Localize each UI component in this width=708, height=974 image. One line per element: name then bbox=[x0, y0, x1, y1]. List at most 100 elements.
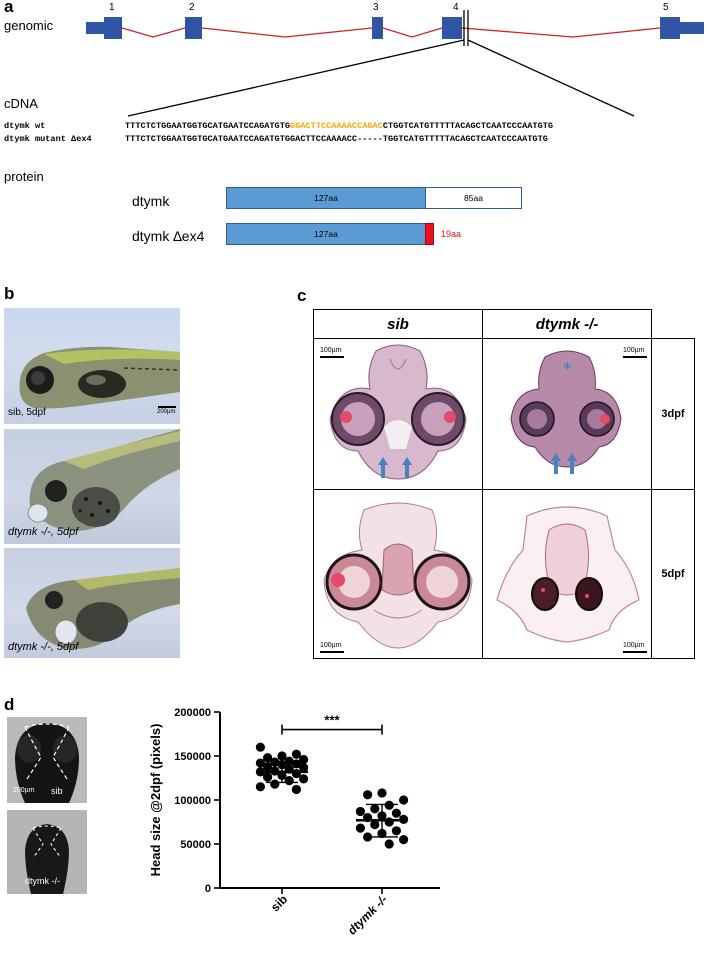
section-sib-3dpf: 100µm bbox=[313, 338, 483, 490]
head-photo-mutant: dtymk -/- bbox=[7, 810, 87, 894]
point-1-17 bbox=[384, 839, 394, 849]
scale-sib-3dpf: 100µm bbox=[320, 347, 342, 354]
arrow-left-icon bbox=[551, 453, 561, 461]
point-0-22 bbox=[291, 784, 301, 795]
grid-col-header-mutant: dtymk -/- bbox=[482, 309, 652, 339]
larva-mutant-2-illustration bbox=[26, 568, 180, 649]
point-0-1 bbox=[291, 749, 301, 759]
larva-scale-text: 200µm bbox=[157, 409, 176, 415]
protein-wt-domain-bar: 127aa bbox=[226, 187, 426, 209]
head-photo-sib: 200µm sib bbox=[7, 717, 87, 803]
scale-bar-sib-3dpf bbox=[320, 356, 344, 358]
x-tick-label-1: dtymk -/- bbox=[345, 892, 390, 937]
panel-a-label: a bbox=[4, 0, 14, 16]
point-0-2 bbox=[277, 751, 287, 761]
exon-number-3: 3 bbox=[373, 2, 379, 13]
exon-1-utr bbox=[86, 22, 106, 34]
scale-mutant-5dpf: 100µm bbox=[623, 642, 645, 649]
larva-photo-mutant-2: dtymk -/-, 5dpf bbox=[4, 548, 180, 658]
mutant-sequence: TTTCTCTGGAATGGTGCATGAATCCAGATGTGGACTTCCA… bbox=[125, 134, 548, 144]
wt-sequence: TTTCTCTGGAATGGTGCATGAATCCAGATGTGGGACTTCC… bbox=[125, 121, 554, 131]
head-label-mutant: dtymk -/- bbox=[25, 876, 60, 886]
col-header-mutant-text: dtymk -/- bbox=[535, 315, 599, 333]
head-scale-text: 200µm bbox=[13, 787, 35, 794]
exon-3 bbox=[372, 17, 383, 39]
protein-wt-name: dtymk bbox=[132, 193, 170, 209]
protein-mut-frameshift-bar bbox=[425, 223, 434, 245]
arrow-right-icon bbox=[567, 453, 577, 461]
point-0-0 bbox=[255, 742, 265, 752]
exon-5 bbox=[660, 17, 680, 39]
exons bbox=[86, 17, 704, 39]
exon-number-4: 4 bbox=[453, 2, 459, 13]
point-1-16 bbox=[399, 835, 409, 845]
deleted-region-highlight: GGACTTCCAAAACCAGAC bbox=[290, 121, 383, 131]
exon-number-5: 5 bbox=[663, 2, 669, 13]
scale-bar-sib-5dpf bbox=[320, 651, 344, 653]
head-label-sib: sib bbox=[51, 786, 63, 796]
y-tick-label-2: 100000 bbox=[174, 795, 211, 807]
point-0-21 bbox=[255, 782, 265, 792]
section-mutant-5dpf: 100µm bbox=[482, 489, 652, 659]
intron-lines bbox=[121, 27, 661, 38]
panel-b-label: b bbox=[4, 284, 15, 303]
head-sib-illustration bbox=[15, 723, 79, 803]
scale-mutant-3dpf: 100µm bbox=[623, 347, 645, 354]
exon-number-2: 2 bbox=[189, 2, 195, 13]
panel-d-label: d bbox=[4, 695, 15, 714]
scale-bar-mutant-5dpf bbox=[623, 651, 647, 653]
section-sib-5dpf: 100µm bbox=[313, 489, 483, 659]
panel-c-label: c bbox=[297, 286, 307, 305]
arrow-right-icon bbox=[402, 457, 412, 465]
head-mutant-illustration bbox=[25, 824, 69, 894]
mut-seq-name: dtymk mutant Δex4 bbox=[4, 134, 92, 144]
row-header-5dpf-text: 5dpf bbox=[661, 568, 685, 580]
protein-mut-domain-bar: 127aa bbox=[226, 223, 426, 245]
y-axis-label: Head size @2dpf (pixels) bbox=[148, 724, 163, 877]
larva-caption-mutant-1: dtymk -/-, 5dpf bbox=[8, 526, 79, 538]
gene-structure-diagram bbox=[86, 10, 704, 117]
y-tick-label-1: 50000 bbox=[180, 839, 211, 851]
point-1-4 bbox=[370, 804, 380, 814]
protein-wt-tail-bar: 85aa bbox=[425, 187, 522, 209]
point-1-13 bbox=[391, 826, 401, 836]
significance-label: *** bbox=[324, 713, 340, 728]
protein-mut-name: dtymk ∆ex4 bbox=[132, 228, 205, 244]
larva-sib-illustration bbox=[19, 346, 180, 409]
scale-sib-5dpf: 100µm bbox=[320, 642, 342, 649]
larva-photo-mutant-1: dtymk -/-, 5dpf bbox=[4, 429, 180, 544]
point-1-11 bbox=[370, 820, 380, 830]
point-0-17 bbox=[263, 772, 273, 782]
point-0-10 bbox=[263, 761, 273, 772]
row-header-3dpf-text: 3dpf bbox=[661, 408, 685, 420]
scale-bar-mutant-3dpf bbox=[623, 356, 647, 358]
x-tick-label-0: sib bbox=[268, 892, 290, 914]
exon-5-utr bbox=[678, 22, 704, 34]
larva-photo-sib: sib, 5dpf 200µm bbox=[4, 308, 180, 424]
point-0-20 bbox=[270, 779, 280, 789]
histology-sib-5dpf bbox=[323, 502, 473, 649]
point-0-19 bbox=[284, 776, 294, 786]
cdna-label: cDNA bbox=[4, 96, 38, 111]
point-0-7 bbox=[255, 758, 265, 768]
point-0-3 bbox=[263, 753, 273, 763]
arrow-left-icon bbox=[378, 457, 388, 465]
point-1-10 bbox=[384, 817, 394, 827]
exon-4 bbox=[442, 17, 462, 39]
histology-mutant-5dpf bbox=[496, 506, 640, 643]
exon-number-1: 1 bbox=[109, 2, 115, 13]
wt-seq-name: dtymk wt bbox=[4, 121, 46, 131]
col-header-sib-text: sib bbox=[387, 315, 409, 333]
point-1-3 bbox=[384, 800, 394, 810]
exon-1 bbox=[104, 17, 122, 39]
point-1-6 bbox=[391, 808, 401, 818]
exon-2 bbox=[185, 17, 202, 39]
larva-caption-mutant-2: dtymk -/-, 5dpf bbox=[8, 641, 79, 653]
y-tick-label-0: 0 bbox=[205, 883, 211, 895]
point-1-1 bbox=[363, 790, 373, 800]
grid-col-header-sib: sib bbox=[313, 309, 483, 339]
histology-sib-3dpf bbox=[329, 344, 467, 480]
larva-caption-sib: sib, 5dpf bbox=[8, 407, 46, 418]
genomic-label: genomic bbox=[4, 18, 54, 33]
